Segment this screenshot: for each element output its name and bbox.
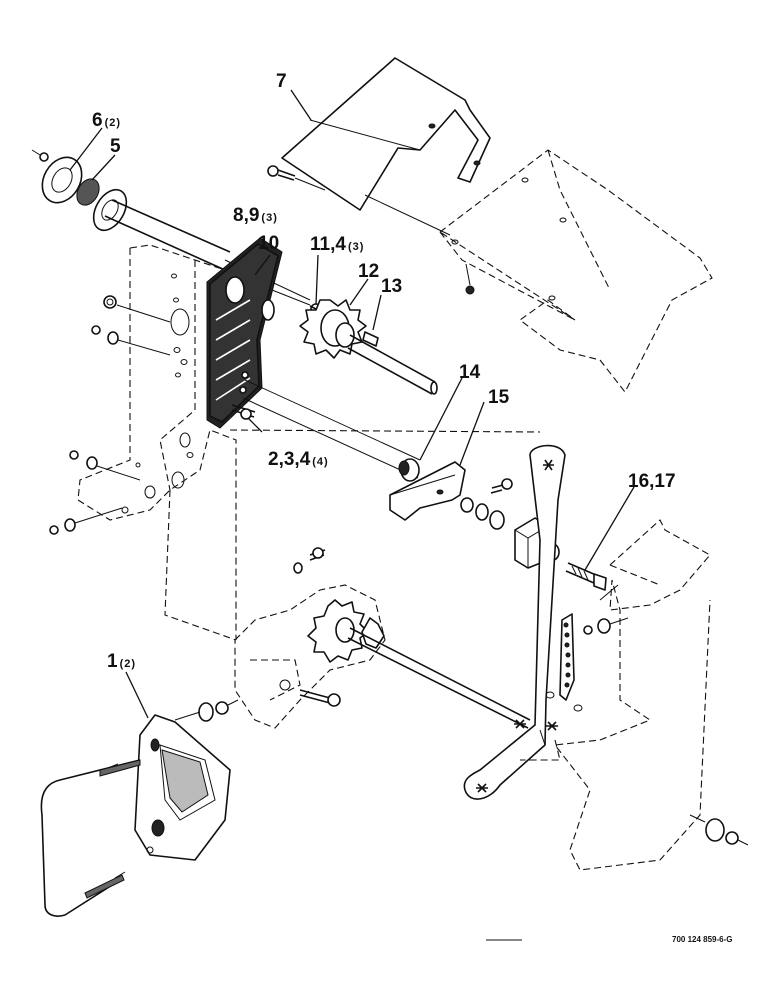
callout-11-4: 11,4(3) [310,234,364,255]
part-16-17-bolt [565,562,607,591]
part-6-flange [31,149,83,204]
frame-bracket-top-right [364,149,713,394]
left-fasteners [49,295,171,535]
callout-labels: 7 6(2) 5 8,9(3) 10 11,4(3) 12 13 14 15 2… [92,71,676,672]
callout-6: 6(2) [92,110,121,131]
figure-id: 700 124 859-6-G [672,935,733,944]
frame-plate-right [553,519,749,871]
arm-assembly [463,444,566,800]
frame-plate-lower [164,489,237,641]
part-15-bracket [389,461,466,521]
shaft-lines [229,379,541,479]
callout-2-3-4: 2,3,4(4) [268,449,329,470]
lower-sprocket-assembly [234,547,531,729]
part-7-shield [281,57,491,211]
callout-10: 10 [258,233,279,254]
part-1-bracket [40,699,239,917]
part-13-key [362,331,379,347]
callout-1: 1(2) [107,651,136,672]
frame-plate-left [77,244,241,640]
bracket-fasteners [460,478,513,530]
part-5-bearing [76,178,311,301]
callout-15: 15 [488,387,510,408]
callout-5: 5 [110,136,121,157]
callout-7: 7 [276,71,287,92]
part-8-9-bolt [267,165,326,191]
part-14-spacer [398,458,420,482]
callout-12: 12 [358,261,379,282]
part-2-3-4-bolt [231,404,256,420]
callout-14: 14 [459,362,481,383]
part-10-plate [206,237,283,429]
part-12-sprocket [299,299,438,395]
chain [545,613,583,712]
leader-lines [69,89,635,719]
callout-13: 13 [381,276,402,297]
callout-8-9: 8,9(3) [233,205,278,226]
callout-16-17: 16,17 [628,471,676,492]
